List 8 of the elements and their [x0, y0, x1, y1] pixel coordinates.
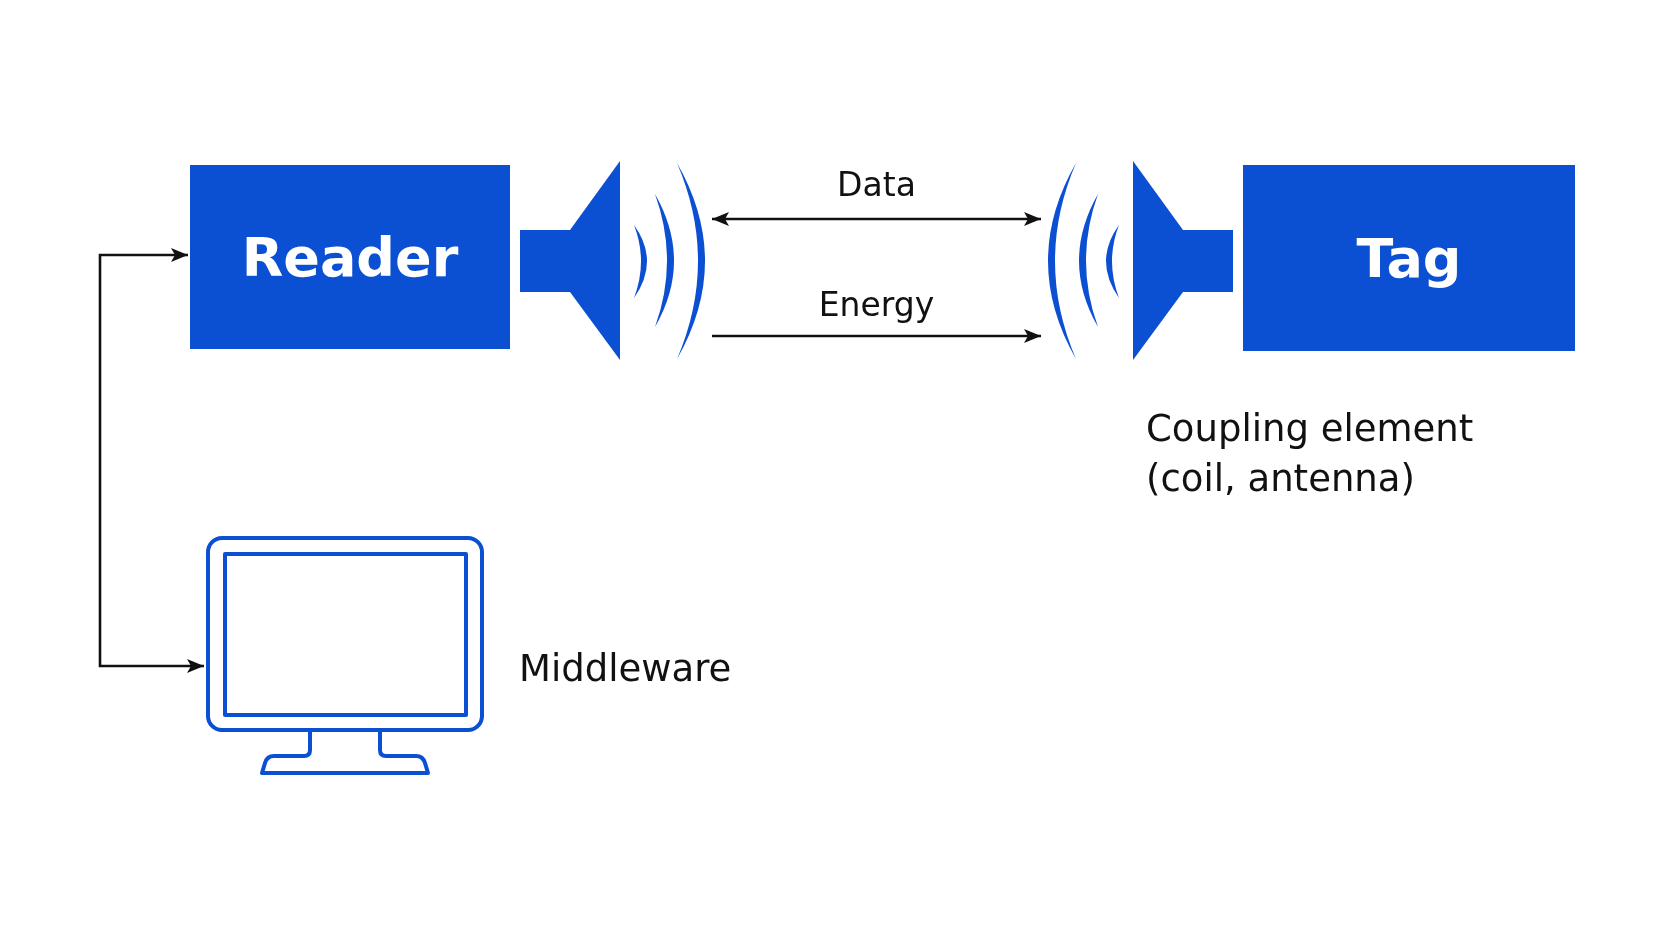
arrow [98, 248, 204, 673]
block-box: Tag [1243, 165, 1575, 351]
arrow [712, 212, 1041, 226]
arrow [712, 329, 1041, 343]
monitor-icon [206, 536, 484, 776]
part-label: Coupling element (coil, antenna) [1146, 406, 1475, 502]
node-label: Middleware [519, 646, 732, 690]
block-box: Reader [190, 165, 510, 349]
